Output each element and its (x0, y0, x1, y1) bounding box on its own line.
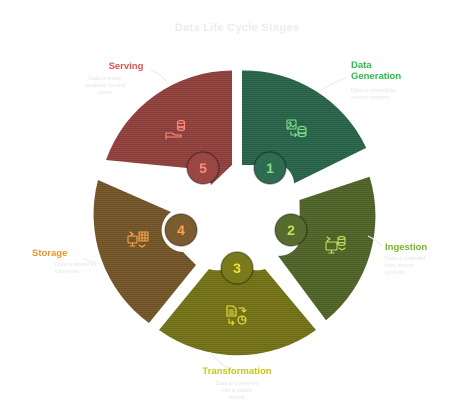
segment-ingestion (278, 176, 376, 321)
stage-description-line: from source (385, 263, 415, 269)
stage-number: 4 (177, 222, 185, 238)
stage-number: 3 (233, 260, 241, 276)
document-chart-icon (226, 305, 247, 326)
diagram-title: Data Life Cycle Stages (174, 22, 300, 34)
hand-database-icon (165, 120, 186, 140)
stage-description-line: Data is created by (351, 88, 396, 94)
stage-description-line: source systems (351, 95, 390, 101)
stage-description-line: into a usable (221, 388, 253, 394)
stage-number: 1 (266, 160, 274, 176)
stage-label-ingestion: Ingestion (385, 242, 427, 253)
stage-label-line: Serving (108, 61, 144, 72)
badge-generation: 1 (253, 151, 287, 185)
stage-description-line: future use (55, 269, 80, 275)
badge-serving: 5 (186, 151, 220, 185)
stage-description-line: Data is made (88, 76, 122, 82)
image-database-icon (286, 119, 307, 138)
stage-label-line: Storage (32, 248, 68, 259)
stage-description-line: users (98, 90, 112, 96)
stage-description-line: available for end (84, 83, 126, 89)
badge-storage: 4 (164, 213, 198, 247)
stage-description-line: format (229, 395, 245, 401)
stage-label-transformation: Transformation (187, 366, 287, 377)
stage-label-line: Ingestion (385, 242, 428, 253)
monitor-table-icon (127, 231, 149, 248)
leader-line (367, 235, 383, 247)
leader-line (209, 351, 229, 369)
badge-ingestion: 2 (274, 213, 308, 247)
stage-label-serving: Serving (76, 61, 176, 72)
stage-label-storage: Storage (32, 248, 67, 259)
segment-storage (93, 180, 196, 323)
leader-line (149, 69, 169, 85)
stage-label-line: Generation (351, 71, 402, 82)
stage-label-line: Data (351, 60, 372, 71)
stage-number: 5 (199, 160, 207, 176)
segment-transformation (159, 257, 316, 356)
badge-transformation: 3 (220, 251, 254, 285)
leader-line (317, 77, 347, 93)
stage-description-line: systems (385, 270, 406, 276)
monitor-database-icon (325, 236, 346, 254)
stage-description-line: Data is stored for (55, 262, 97, 268)
stage-number: 2 (287, 222, 295, 238)
stage-description-line: Data is converted (215, 381, 259, 387)
leader-line (81, 257, 97, 263)
stage-label-line: Transformation (202, 366, 272, 377)
stage-description-line: Data is collected (385, 256, 426, 262)
